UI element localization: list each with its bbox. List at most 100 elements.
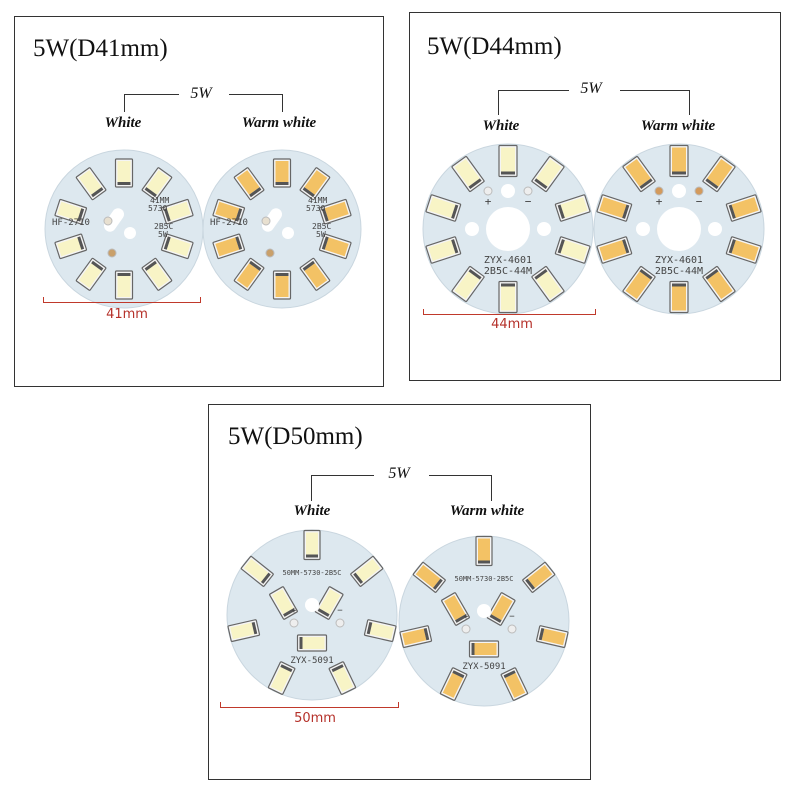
board-print: 50MM-5730-2B5C: [454, 575, 513, 583]
smd-led-chip: [54, 198, 88, 225]
smd-led-chip: [75, 167, 107, 201]
solder-pad: [335, 618, 345, 628]
white-label: White: [293, 503, 331, 519]
solder-pad: [654, 186, 664, 196]
center-hole: [305, 598, 319, 612]
smd-led-chip: [399, 625, 433, 649]
board-print: 50MM-5730-2B5C: [282, 569, 341, 577]
solder-pad: [107, 248, 117, 258]
mount-hole: [708, 222, 722, 236]
smd-led-chip: [475, 535, 493, 567]
smd-led-chip: [486, 592, 516, 626]
board-print: −: [696, 195, 703, 208]
measure-line: [220, 702, 399, 708]
smd-led-chip: [318, 233, 352, 260]
board-print: 2B5C: [312, 222, 331, 231]
smd-led-chip: [299, 257, 331, 291]
smd-led-chip: [212, 233, 246, 260]
panel-title: 5W(D41mm): [33, 35, 168, 62]
smd-led-chip: [451, 155, 485, 193]
power-label: 5W: [580, 80, 602, 97]
solder-pad: [103, 216, 113, 226]
board-print: 5730: [148, 204, 167, 213]
bracket-right: [429, 475, 492, 501]
board-print: +: [291, 606, 297, 616]
bracket-left: [311, 475, 374, 501]
board-print: 41MM: [150, 196, 169, 205]
bracket-right: [229, 94, 283, 112]
board-print: +: [485, 195, 492, 208]
smd-led-chip: [702, 265, 736, 303]
measure-label: 44mm: [491, 317, 533, 332]
smd-led-chip: [272, 158, 292, 188]
board-print: 5730: [306, 204, 325, 213]
smd-led-chip: [141, 167, 173, 201]
mount-hole: [537, 222, 551, 236]
smd-led-chip: [299, 167, 331, 201]
white-label: White: [104, 115, 142, 131]
smd-led-chip: [314, 586, 344, 620]
panel-title: 5W(D50mm): [228, 423, 363, 450]
smd-led-chip: [596, 236, 633, 264]
board-print: HF-2710: [52, 218, 90, 228]
smd-led-chip: [468, 640, 500, 658]
smd-led-chip: [269, 586, 298, 620]
smd-led-chip: [725, 194, 762, 222]
smd-led-chip: [622, 155, 656, 193]
solder-pad: [694, 186, 704, 196]
smd-led-chip: [451, 265, 485, 303]
power-label: 5W: [388, 465, 410, 482]
smd-led-chip: [702, 155, 736, 193]
measure-line: [43, 297, 201, 303]
smd-led-chip: [441, 592, 470, 626]
measure-label: 50mm: [294, 711, 336, 726]
smd-led-chip: [160, 233, 194, 260]
warm-white-label: Warm white: [640, 118, 716, 134]
solder-pad: [523, 186, 533, 196]
board-print: ZYX-4601: [484, 255, 532, 266]
smd-led-chip: [227, 619, 261, 643]
board-print: −: [525, 195, 532, 208]
power-label: 5W: [190, 85, 212, 102]
solder-pad: [507, 624, 517, 634]
board-print: 5W: [158, 230, 168, 239]
smd-led-chip: [669, 280, 689, 314]
board-print: 2B5C-44M: [484, 266, 532, 277]
smd-led-chip: [114, 158, 134, 188]
smd-led-chip: [54, 233, 88, 260]
board-print: HF-2710: [210, 218, 248, 228]
smd-led-chip: [272, 270, 292, 300]
solder-pad: [483, 186, 493, 196]
smd-led-chip: [554, 194, 591, 222]
board-print: −: [509, 612, 515, 622]
board-print: 2B5C: [154, 222, 173, 231]
smd-led-chip: [267, 661, 296, 695]
mount-hole: [501, 184, 515, 198]
smd-led-chip: [233, 257, 265, 291]
bracket-left: [124, 94, 179, 112]
bracket-right: [620, 90, 690, 115]
warm-white-label: Warm white: [241, 115, 317, 131]
smd-led-chip: [412, 561, 446, 593]
slot-hole: [261, 208, 283, 232]
bracket-left: [498, 90, 569, 115]
smd-led-chip: [296, 634, 328, 652]
board-print: +: [656, 195, 663, 208]
smd-led-chip: [160, 198, 194, 225]
smd-led-chip: [500, 667, 529, 701]
smd-led-chip: [498, 280, 518, 314]
warm-white-label: Warm white: [449, 503, 525, 519]
solder-pad: [289, 618, 299, 628]
mount-hole: [465, 222, 479, 236]
smd-led-chip: [350, 555, 384, 587]
smd-led-chip: [75, 257, 107, 291]
white-label: White: [482, 118, 520, 134]
panel-44mm: 5W(D44mm) 5W White Warm white +−ZYX-4601…: [409, 12, 781, 381]
solder-pad: [461, 624, 471, 634]
smd-led-chip: [240, 555, 274, 587]
smd-led-chip: [531, 265, 565, 303]
